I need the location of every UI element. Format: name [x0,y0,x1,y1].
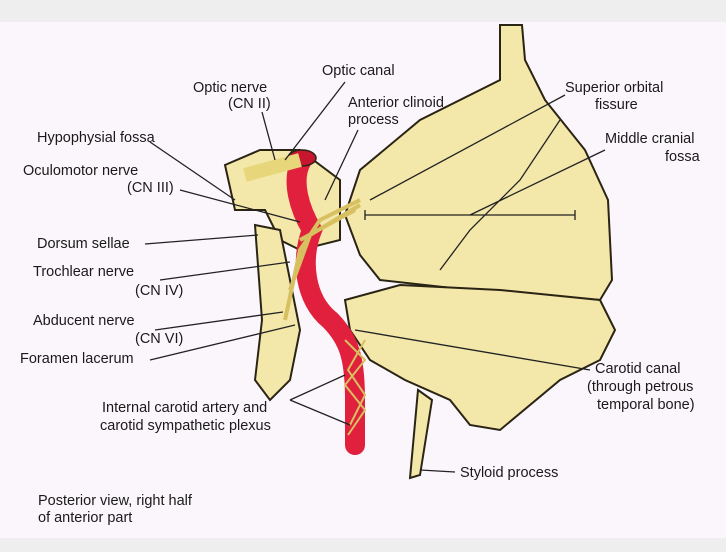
label-trochlear: Trochlear nerve [33,264,134,280]
label-abducent-cn: (CN VI) [135,331,183,347]
label-abducent: Abducent nerve [33,313,135,329]
nerves-bundle [283,198,362,321]
label-superior-orbital: Superior orbital [565,80,663,96]
label-carotid-canal-3: temporal bone) [597,397,695,413]
label-optic-canal: Optic canal [322,63,395,79]
label-oculomotor: Oculomotor nerve [23,163,138,179]
petrous-temporal-bone [343,283,617,432]
caption-line-2: of anterior part [38,510,132,526]
label-optic-nerve-cn: (CN II) [228,96,271,112]
label-hypophysial: Hypophysial fossa [37,130,156,146]
label-trochlear-cn: (CN IV) [135,283,183,299]
label-carotid-canal: Carotid canal [595,361,680,377]
label-superior-orbital-2: fissure [595,97,638,113]
sympathetic-plexus [343,339,367,436]
optic-nerve [243,153,302,182]
label-middle-cranial: Middle cranial [605,131,694,147]
label-foramen: Foramen lacerum [20,351,134,367]
leader-lines [144,81,606,473]
label-carotid-canal-2: (through petrous [587,379,693,395]
label-anterior-clinoid-2: process [348,112,399,128]
label-carotid-artery-2: carotid sympathetic plexus [100,418,271,434]
label-optic-nerve: Optic nerve [193,80,267,96]
label-styloid: Styloid process [460,465,558,481]
label-dorsum: Dorsum sellae [37,236,130,252]
label-middle-cranial-2: fossa [665,149,701,165]
styloid-process [408,388,434,480]
label-carotid-artery: Internal carotid artery and [102,400,267,416]
suture-line [439,119,561,271]
caption-line-1: Posterior view, right half [38,493,193,509]
label-anterior-clinoid: Anterior clinoid [348,95,444,111]
internal-carotid-artery [286,150,365,455]
label-oculomotor-cn: (CN III) [127,180,174,196]
